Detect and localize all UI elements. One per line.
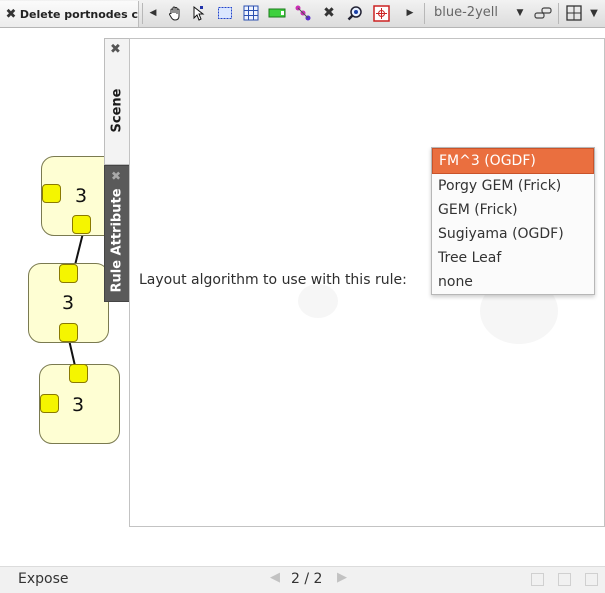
top-toolbar: ✖ Delete portnodes c ◀ ✖ ▶ blue-2yell ▼ … <box>0 0 605 28</box>
port-node[interactable] <box>59 264 78 283</box>
tab-scene[interactable]: ✖ Scene <box>104 38 130 165</box>
link-icon[interactable] <box>534 4 552 22</box>
split-view-icon[interactable] <box>558 573 571 586</box>
tab-scene-label: Scene <box>109 88 125 133</box>
chevron-down-icon[interactable]: ▼ <box>590 7 598 19</box>
select-pointer-icon[interactable] <box>190 4 208 22</box>
toolbar-divider <box>424 3 425 24</box>
status-bar: Expose ◀ 2 / 2 ▶ <box>0 566 605 593</box>
dropdown-option-none[interactable]: none <box>438 274 473 290</box>
node-link-icon[interactable] <box>294 4 312 22</box>
port-node[interactable] <box>72 215 91 234</box>
dropdown-option-sugiyama[interactable]: Sugiyama (OGDF) <box>438 226 564 242</box>
dock-icon[interactable] <box>565 4 583 22</box>
toolbar-divider <box>558 3 559 24</box>
rule-tab[interactable]: ✖ Delete portnodes c <box>0 1 139 27</box>
rectangle-select-icon[interactable] <box>216 4 234 22</box>
layout-algorithm-label: Layout algorithm to use with this rule: <box>139 272 407 288</box>
close-icon[interactable]: ✖ <box>110 42 121 57</box>
delete-icon[interactable]: ✖ <box>323 5 335 21</box>
next-page-icon[interactable]: ▶ <box>337 570 347 585</box>
single-view-icon[interactable] <box>531 573 544 586</box>
tab-rule-attribute[interactable]: ✖ Rule Attribute <box>104 165 130 302</box>
port-node[interactable] <box>69 364 88 383</box>
node-label: 3 <box>75 185 88 207</box>
port-node[interactable] <box>59 323 78 342</box>
hand-icon[interactable] <box>166 4 184 22</box>
layout-algorithm-dropdown[interactable]: FM^3 (OGDF) Porgy GEM (Frick) GEM (Frick… <box>431 147 595 295</box>
close-icon[interactable]: ✖ <box>111 169 122 183</box>
grid-select-icon[interactable] <box>242 4 260 22</box>
dropdown-option-gem[interactable]: GEM (Frick) <box>438 202 518 218</box>
rule-tab-label: Delete portnodes c <box>19 7 138 21</box>
background-decoration <box>298 284 338 318</box>
node-label: 3 <box>62 292 75 314</box>
expose-button[interactable]: Expose <box>18 571 69 587</box>
close-icon[interactable]: ✖ <box>5 6 17 22</box>
dropdown-option-tree-leaf[interactable]: Tree Leaf <box>438 250 502 266</box>
dropdown-option-porgy-gem[interactable]: Porgy GEM (Frick) <box>438 178 562 194</box>
previous-page-icon[interactable]: ◀ <box>270 570 280 585</box>
node-label: 3 <box>72 394 85 416</box>
snapshot-icon[interactable] <box>372 4 390 22</box>
scroll-left-icon[interactable]: ◀ <box>149 8 157 18</box>
dropdown-option-fm3[interactable]: FM^3 (OGDF) <box>432 148 594 174</box>
port-node[interactable] <box>40 394 59 413</box>
tab-rule-attribute-label: Rule Attribute <box>109 188 125 293</box>
toolbar-divider <box>142 3 143 24</box>
port-node[interactable] <box>42 184 61 203</box>
port-icon[interactable] <box>268 4 286 22</box>
scroll-right-icon[interactable]: ▶ <box>406 8 414 18</box>
chevron-down-icon[interactable]: ▼ <box>516 8 524 18</box>
scheme-combo-value[interactable]: blue-2yell <box>434 5 498 20</box>
grid-view-icon[interactable] <box>585 573 598 586</box>
graph-edge <box>74 233 84 265</box>
zoom-icon[interactable] <box>346 4 364 22</box>
page-indicator: 2 / 2 <box>291 571 323 587</box>
